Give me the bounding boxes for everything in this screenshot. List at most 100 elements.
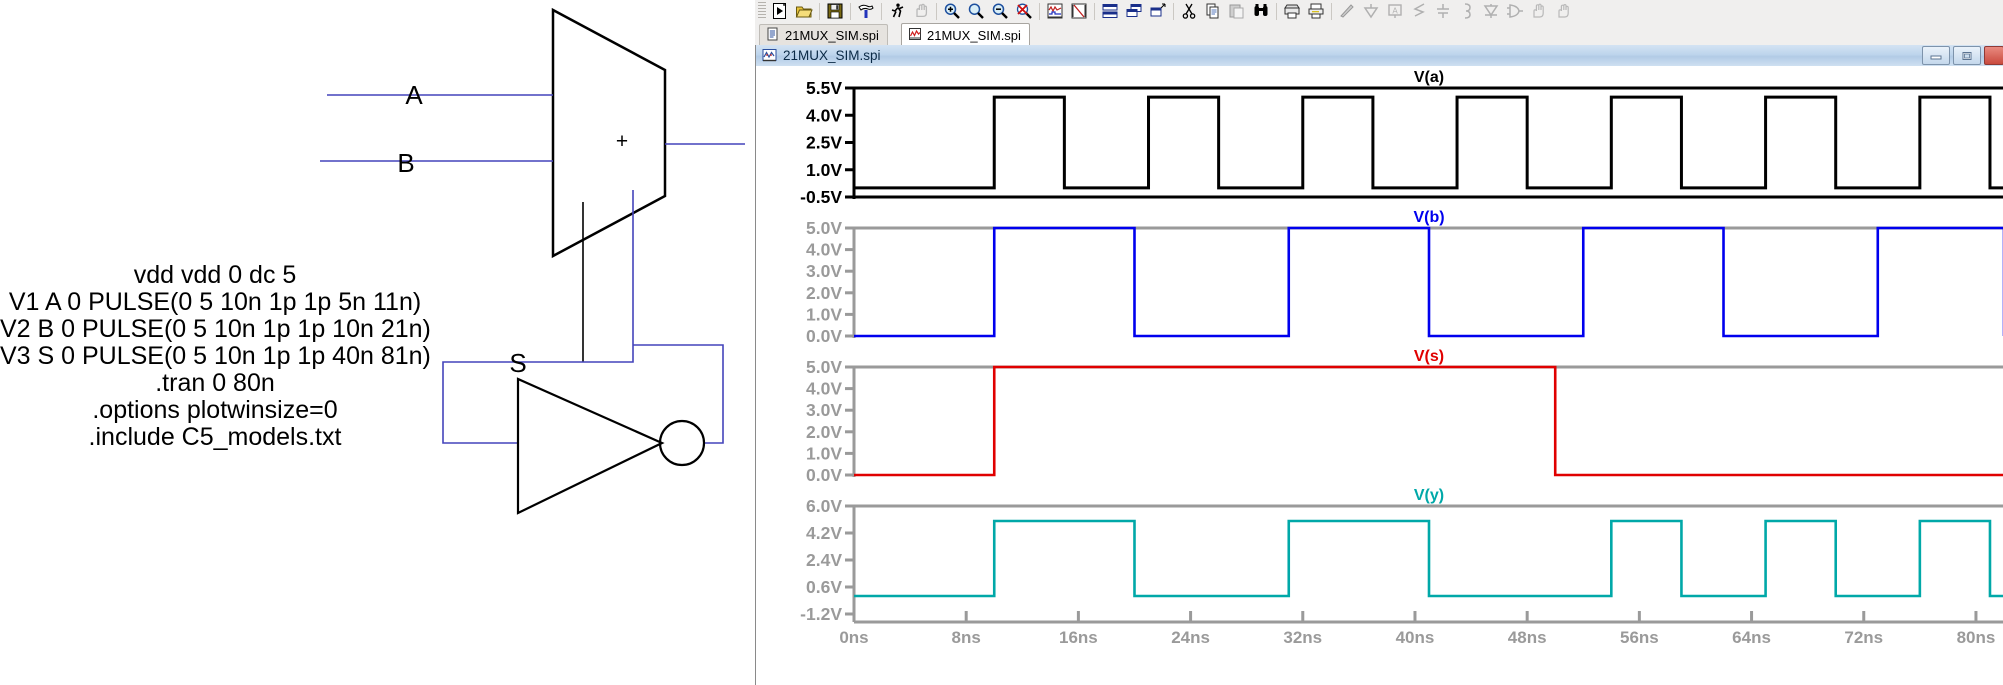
gate-symbol-icon[interactable] xyxy=(1503,1,1527,22)
waveform-plots-svg[interactable]: 5.5V4.0V2.5V1.0V-0.5VV(a)5.0V4.0V3.0V2.0… xyxy=(756,66,2003,685)
toolbar-separator xyxy=(1173,2,1174,20)
toolbar-grip[interactable] xyxy=(758,2,766,20)
schematic-canvas: A B S + vdd vdd 0 dc 5 V1 A 0 PULSE(0 5 … xyxy=(0,0,755,685)
close-button[interactable] xyxy=(1984,46,2003,65)
spice-netlist-text: vdd vdd 0 dc 5 V1 A 0 PULSE(0 5 10n 1p 1… xyxy=(0,261,431,451)
tab-netlist-document[interactable]: 21MUX_SIM.spi xyxy=(759,24,888,46)
svg-text:3.0V: 3.0V xyxy=(806,400,842,420)
toolbar-separator xyxy=(881,2,882,20)
waveform-view-icon[interactable] xyxy=(1043,1,1067,22)
svg-text:24ns: 24ns xyxy=(1171,628,1210,647)
svg-text:56ns: 56ns xyxy=(1620,628,1659,647)
waveform-document-icon xyxy=(762,48,777,63)
net-label-icon[interactable]: A xyxy=(1383,1,1407,22)
svg-text:0.0V: 0.0V xyxy=(806,326,842,346)
svg-text:A: A xyxy=(1392,7,1398,16)
window-controls xyxy=(1922,46,2003,65)
toolbar-separator xyxy=(1039,2,1040,20)
inner-window-title: 21MUX_SIM.spi xyxy=(783,48,881,63)
mux-plus-label: + xyxy=(616,130,628,153)
tab-label: 21MUX_SIM.spi xyxy=(927,27,1021,43)
svg-text:64ns: 64ns xyxy=(1732,628,1771,647)
drag-icon[interactable] xyxy=(1551,1,1575,22)
copy-icon[interactable] xyxy=(1201,1,1225,22)
text-document-icon xyxy=(766,27,780,44)
curve-measure-icon[interactable] xyxy=(1067,1,1091,22)
waveform-document-icon xyxy=(908,27,922,44)
svg-text:4.2V: 4.2V xyxy=(806,523,842,543)
svg-text:4.0V: 4.0V xyxy=(806,379,842,399)
toolbar-separator xyxy=(1331,2,1332,20)
input-a-label: A xyxy=(405,80,423,110)
document-tab-strip: 21MUX_SIM.spi 21MUX_SIM.spi xyxy=(755,22,2003,46)
tab-waveform-document[interactable]: 21MUX_SIM.spi xyxy=(901,23,1030,46)
svg-text:5.0V: 5.0V xyxy=(806,357,842,377)
minimize-button[interactable] xyxy=(1922,46,1950,65)
toolbar-separator xyxy=(1094,2,1095,20)
inner-plot-window: 21MUX_SIM.spi 5.5V 4.0V 2.5V 1.0V -0.5V V(a) 5… xyxy=(755,45,2003,685)
svg-text:6.0V: 6.0V xyxy=(806,496,842,516)
save-file-icon[interactable] xyxy=(823,1,847,22)
svg-text:4.0V: 4.0V xyxy=(806,105,842,125)
arrange-windows-icon[interactable] xyxy=(1146,1,1170,22)
svg-text:5.5V: 5.5V xyxy=(806,78,842,98)
restore-button[interactable] xyxy=(1953,46,1981,65)
inner-window-titlebar[interactable]: 21MUX_SIM.spi xyxy=(756,45,2003,67)
svg-text:4.0V: 4.0V xyxy=(806,240,842,260)
capacitor-icon[interactable] xyxy=(1431,1,1455,22)
svg-text:2.5V: 2.5V xyxy=(806,133,842,153)
tab-label: 21MUX_SIM.spi xyxy=(785,28,879,43)
svg-text:16ns: 16ns xyxy=(1059,628,1098,647)
ground-symbol-icon[interactable] xyxy=(1359,1,1383,22)
svg-text:V(b): V(b) xyxy=(1413,209,1444,226)
draw-line-icon[interactable] xyxy=(1335,1,1359,22)
print-preview-icon[interactable] xyxy=(1280,1,1304,22)
zoom-area-icon[interactable] xyxy=(964,1,988,22)
select-bar-wire xyxy=(583,190,634,363)
toolbar-separator xyxy=(936,2,937,20)
build-hammer-icon[interactable] xyxy=(854,1,878,22)
resistor-icon[interactable] xyxy=(1407,1,1431,22)
move-icon[interactable] xyxy=(1527,1,1551,22)
svg-text:0.0V: 0.0V xyxy=(806,465,842,485)
svg-text:2.0V: 2.0V xyxy=(806,283,842,303)
print-icon[interactable] xyxy=(1304,1,1328,22)
run-fast-icon[interactable] xyxy=(885,1,909,22)
svg-text:40ns: 40ns xyxy=(1396,628,1435,647)
svg-text:1.0V: 1.0V xyxy=(806,304,842,324)
inverter-output-wire xyxy=(633,344,724,444)
svg-text:0ns: 0ns xyxy=(839,628,868,647)
svg-text:32ns: 32ns xyxy=(1283,628,1322,647)
svg-text:72ns: 72ns xyxy=(1844,628,1883,647)
svg-text:5.0V: 5.0V xyxy=(806,218,842,238)
svg-text:2.0V: 2.0V xyxy=(806,422,842,442)
pan-hand-icon[interactable] xyxy=(909,1,933,22)
toolbar-separator xyxy=(1276,2,1277,20)
waveform-viewer-app: A xyxy=(755,0,2003,685)
inductor-icon[interactable] xyxy=(1455,1,1479,22)
svg-text:-0.5V: -0.5V xyxy=(800,187,842,207)
diode-icon[interactable] xyxy=(1479,1,1503,22)
svg-text:0.6V: 0.6V xyxy=(806,577,842,597)
tile-horizontal-icon[interactable] xyxy=(1098,1,1122,22)
svg-text:1.0V: 1.0V xyxy=(806,160,842,180)
svg-text:V(a): V(a) xyxy=(1414,69,1444,86)
mux-schematic-drawing: A B S + xyxy=(320,7,745,515)
find-binoculars-icon[interactable] xyxy=(1249,1,1273,22)
cascade-windows-icon[interactable] xyxy=(1122,1,1146,22)
svg-text:V(s): V(s) xyxy=(1414,348,1444,365)
paste-icon[interactable] xyxy=(1225,1,1249,22)
inverter-bubble-icon xyxy=(658,419,706,467)
zoom-reset-icon[interactable] xyxy=(1012,1,1036,22)
svg-text:2.4V: 2.4V xyxy=(806,550,842,570)
toolbar-separator xyxy=(819,2,820,20)
open-file-icon[interactable] xyxy=(792,1,816,22)
zoom-out-icon[interactable] xyxy=(988,1,1012,22)
svg-text:-1.2V: -1.2V xyxy=(800,604,842,624)
svg-text:1.0V: 1.0V xyxy=(806,443,842,463)
mux-body-shape xyxy=(551,7,667,259)
zoom-in-icon[interactable] xyxy=(940,1,964,22)
run-simulation-icon[interactable] xyxy=(768,1,792,22)
cut-icon[interactable] xyxy=(1177,1,1201,22)
